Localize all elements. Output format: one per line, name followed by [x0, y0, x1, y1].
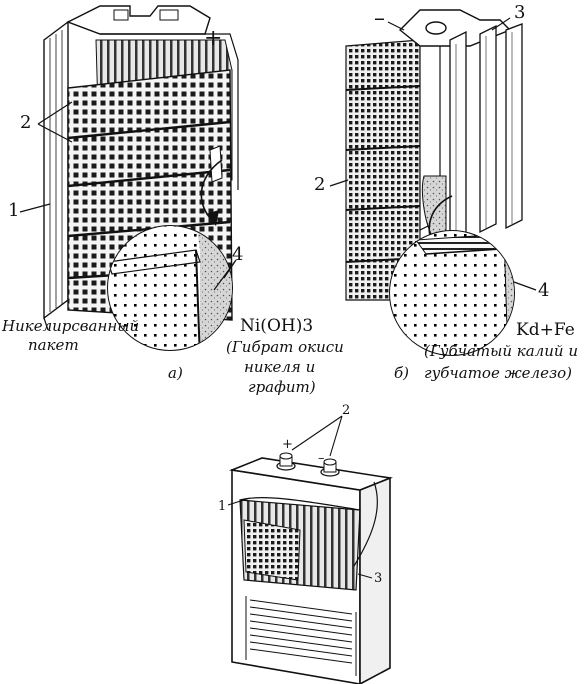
desc-a-line2: никеля и [244, 358, 316, 376]
leader-minus [387, 21, 405, 31]
caption-a-line1: Никелирсванный [2, 317, 140, 335]
figure-c-cell [227, 415, 394, 684]
positive-terminal-lug [66, 5, 211, 35]
desc-b-line2: губчатое железо) [424, 364, 573, 382]
desc-a-line3: графит) [248, 378, 316, 396]
desc-b-line1: (Губчатый калий и [424, 342, 578, 360]
label-2-c: 2 [342, 403, 351, 418]
leader-4b [513, 281, 537, 291]
figure-b-letter: б) [394, 364, 410, 382]
plus-sign-c: + [282, 437, 293, 452]
label-3-b: 3 [514, 2, 526, 23]
label-1-c: 1 [218, 499, 227, 514]
lug-hole [425, 21, 447, 35]
figure-a-letter: а) [168, 364, 183, 382]
leader-4a [213, 259, 237, 291]
figure-a-plate [19, 5, 239, 351]
label-2-b: 2 [314, 174, 326, 195]
caption-a-line2: пакет [28, 336, 79, 354]
minus-sign-c: – [318, 451, 325, 466]
formula-a: Ni(OH)3 [240, 316, 314, 336]
label-4-a: 4 [232, 244, 244, 265]
leader-1c [227, 497, 251, 506]
formula-b: Kd+Fe [516, 320, 575, 340]
plus-sign-a: + [204, 26, 223, 51]
minus-sign-b: – [374, 6, 385, 31]
leader-2c [291, 415, 343, 457]
positive-post [276, 452, 296, 471]
leader-2b [329, 179, 349, 187]
label-2-a: 2 [20, 112, 32, 133]
negative-post [320, 458, 340, 477]
case-ribs [249, 599, 353, 664]
label-1-a: 1 [8, 200, 20, 221]
leader-2a [37, 101, 73, 143]
leader-3b [491, 17, 511, 31]
cell-lid [228, 457, 394, 491]
label-3-c: 3 [374, 571, 383, 586]
label-4-b: 4 [538, 280, 550, 301]
leader-3c [357, 573, 373, 579]
desc-a-line1: (Гибрат окиси [226, 338, 344, 356]
leader-1a [19, 203, 51, 213]
figure-b-plate [329, 9, 537, 356]
